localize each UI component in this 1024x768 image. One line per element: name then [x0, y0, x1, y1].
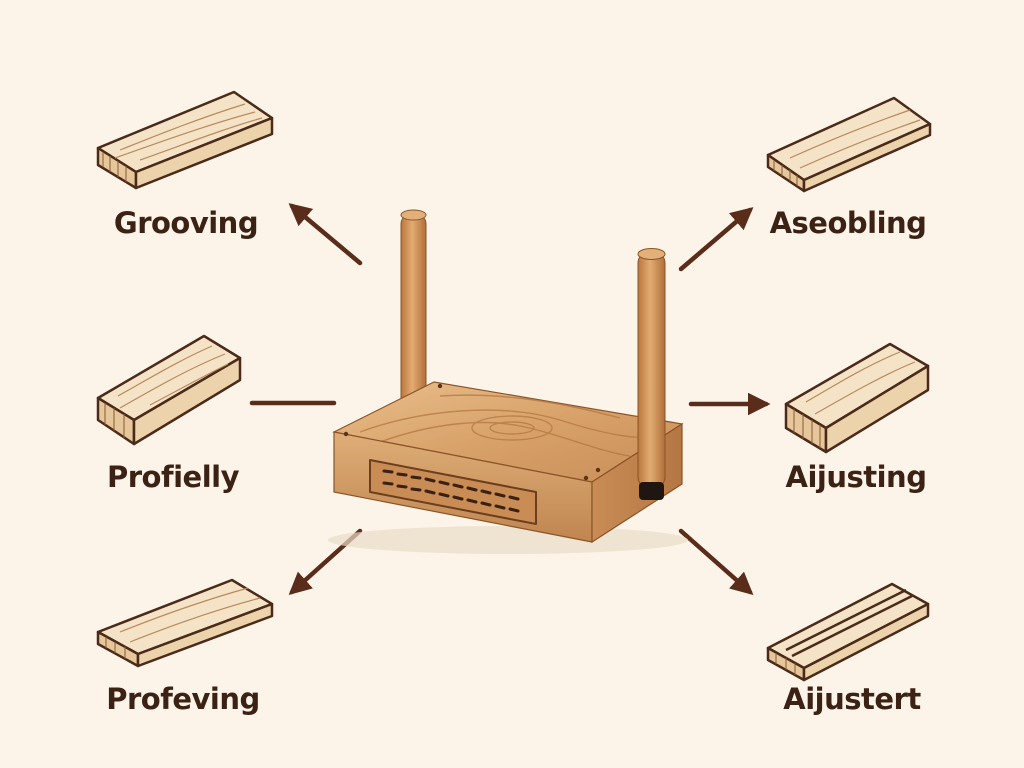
label-bottom-left: Profeving — [106, 682, 260, 716]
label-top-right: Aseobling — [769, 206, 927, 240]
arrow-to-top-right — [678, 207, 754, 272]
plank-bottom-left-icon — [96, 578, 274, 668]
label-middle-right: Aijusting — [785, 460, 927, 494]
plank-middle-left-icon — [96, 334, 242, 446]
plank-top-left-icon — [96, 90, 274, 190]
plank-middle-right-icon — [784, 342, 930, 454]
arrow-to-bottom-right — [678, 528, 754, 595]
wooden-router-icon — [328, 209, 688, 554]
label-middle-left: Profielly — [107, 460, 240, 494]
label-top-left: Grooving — [113, 206, 259, 240]
label-bottom-right: Aijustert — [783, 682, 921, 716]
plank-bottom-right-icon — [766, 582, 930, 682]
arrow-to-top-left — [288, 203, 363, 266]
plank-top-right-icon — [766, 96, 932, 193]
